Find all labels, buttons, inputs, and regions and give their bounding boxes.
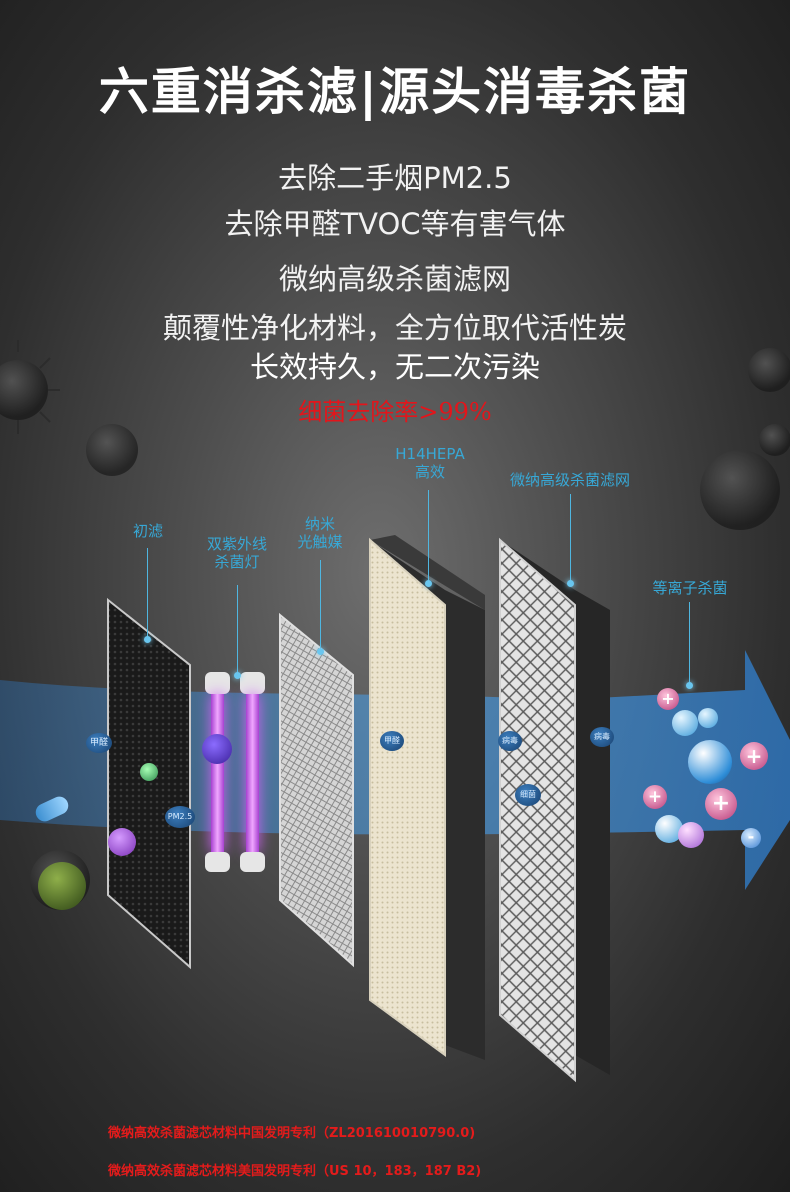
virus-icon bbox=[202, 734, 232, 764]
uv-lamp-2 bbox=[240, 672, 265, 872]
virus-icon bbox=[108, 828, 136, 856]
page-title: 六重消杀滤|源头消毒杀菌 bbox=[98, 63, 692, 121]
callout-dot bbox=[425, 580, 432, 587]
micro-nano-panel bbox=[499, 537, 610, 1083]
bacteria-icon bbox=[140, 763, 158, 781]
positive-ion-icon: + bbox=[643, 785, 667, 809]
ion-bubble-icon bbox=[698, 708, 718, 728]
pollutant-tag-formaldehyde: 甲醛 bbox=[86, 733, 112, 753]
positive-ion-icon: + bbox=[740, 742, 768, 770]
callout-dot bbox=[686, 682, 693, 689]
ion-bubble-icon bbox=[678, 822, 704, 848]
positive-ion-icon: + bbox=[657, 688, 679, 710]
label-micro-nano-filter: 微纳高级杀菌滤网 bbox=[509, 471, 630, 489]
ion-bubble-icon bbox=[672, 710, 698, 736]
label-plasma: 等离子杀菌 bbox=[652, 579, 728, 597]
callout-dot bbox=[317, 648, 324, 655]
uv-lamp-1 bbox=[205, 672, 230, 872]
positive-ion-icon: + bbox=[705, 788, 737, 820]
feature-line-3: 微纳高级杀菌滤网 bbox=[278, 262, 511, 296]
callout-dot bbox=[234, 672, 241, 679]
germ-icon bbox=[38, 862, 86, 910]
label-pre-filter: 初滤 bbox=[132, 522, 163, 540]
label-photocatalyst: 纳米 光触媒 bbox=[297, 515, 343, 551]
callout-line bbox=[237, 585, 238, 675]
germ-icon bbox=[86, 424, 138, 476]
callout-line bbox=[320, 560, 321, 650]
callout-dot bbox=[567, 580, 574, 587]
label-hepa: H14HEPA 高效 bbox=[395, 445, 465, 481]
germ-icon bbox=[0, 340, 60, 434]
callout-line bbox=[147, 548, 148, 640]
feature-line-4: 颠覆性净化材料，全方位取代活性炭 bbox=[162, 311, 627, 345]
pollutant-tag-bacteria: 细菌 bbox=[515, 784, 541, 806]
feature-line-2: 去除甲醛TVOC等有害气体 bbox=[224, 207, 566, 241]
hepa-panel bbox=[369, 535, 485, 1060]
callout-line bbox=[689, 602, 690, 684]
label-uv-lamp: 双紫外线 杀菌灯 bbox=[206, 535, 267, 571]
photocatalyst-panel bbox=[279, 612, 354, 968]
patent-cn: 微纳高效杀菌滤芯材料中国发明专利（ZL201610010790.0) bbox=[108, 1126, 476, 1141]
negative-ion-icon: - bbox=[741, 828, 761, 848]
pollutant-tag-virus: 病毒 bbox=[590, 727, 614, 747]
pre-filter-panel bbox=[107, 597, 191, 970]
pollutant-tag-pm25: PM2.5 bbox=[165, 806, 195, 828]
ion-bubble-icon bbox=[688, 740, 732, 784]
pollutant-tag-virus: 病毒 bbox=[498, 731, 522, 751]
feature-line-5: 长效持久，无二次污染 bbox=[249, 350, 540, 384]
patent-us: 微纳高效杀菌滤芯材料美国发明专利（US 10，183，187 B2) bbox=[108, 1164, 482, 1179]
callout-line bbox=[428, 490, 429, 582]
callout-dot bbox=[144, 636, 151, 643]
pollutant-tag-formaldehyde: 甲醛 bbox=[380, 731, 404, 751]
callout-line bbox=[570, 494, 571, 582]
feature-line-1: 去除二手烟PM2.5 bbox=[278, 161, 512, 195]
bacteria-removal-rate: 细菌去除率>99% bbox=[298, 398, 492, 426]
